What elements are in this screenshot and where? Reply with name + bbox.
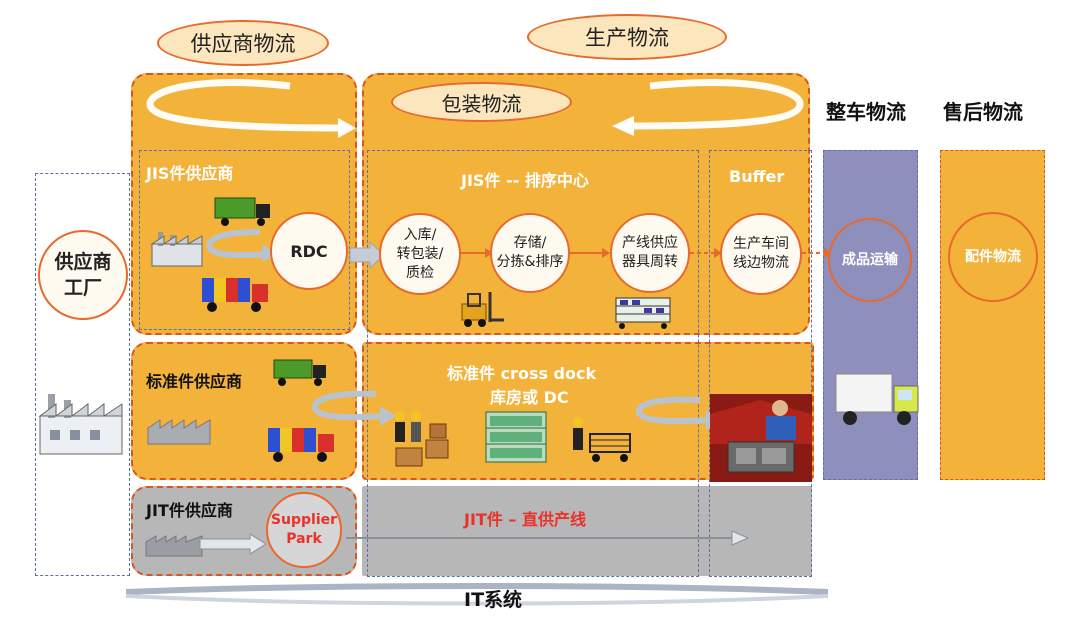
car-engine-mechanic-icon [710, 394, 812, 482]
step-storage-circle: 存储/ 分拣&排序 [490, 213, 570, 293]
production-curve-arrow [612, 79, 804, 136]
production-logistics-header: 生产物流 [527, 14, 727, 60]
finished-truck-icon [835, 373, 919, 425]
finished-column [823, 150, 918, 480]
step-inbound-line1: 入库/ [403, 226, 437, 243]
supplier-logistics-label: 供应商物流 [190, 32, 296, 56]
step-storage-line1: 存储/ [513, 235, 547, 251]
workers-boxes-icon [395, 411, 449, 467]
step-line-supply-line2: 器具周转 [622, 254, 678, 270]
rdc-to-center-arrow [349, 240, 385, 270]
parts-logistics-label: 配件物流 [965, 248, 1021, 265]
step-inbound-line3: 质检 [406, 264, 434, 281]
packaging-logistics-header: 包装物流 [391, 82, 572, 122]
vehicle-logistics-header: 整车物流 [826, 100, 906, 124]
parts-logistics-circle: 配件物流 [948, 212, 1038, 302]
std-curve-arrow [311, 390, 396, 426]
cart-worker-icon [573, 417, 631, 462]
buffer-label: Buffer [729, 167, 785, 186]
cross-dock-line2: 库房或 DC [490, 388, 569, 407]
supplier-logistics-header: 供应商物流 [157, 20, 329, 66]
rack-cart-icon [615, 297, 671, 329]
jit-to-park-arrow [199, 533, 267, 555]
std-warehouse-icon [147, 419, 211, 445]
jis-center-frame [367, 150, 699, 577]
step-line-supply-line1: 产线供应 [622, 235, 678, 251]
step-arrow-3 [690, 248, 722, 258]
jis-supplier-label: JIS件供应商 [146, 164, 234, 183]
step-inbound-circle: 入库/ 转包装/ 质检 [379, 213, 461, 295]
truck-icon [214, 197, 270, 226]
packaging-logistics-label: 包装物流 [441, 91, 522, 116]
aftersales-logistics-header: 售后物流 [943, 100, 1023, 124]
parts-column [940, 150, 1045, 480]
it-system-bar [125, 583, 829, 606]
jit-line-panel [362, 486, 812, 576]
inbound-arrow [206, 229, 278, 262]
step-inbound-line2: 转包装/ [396, 245, 444, 262]
jis-supplier-frame [139, 150, 350, 330]
supplier-curve-arrow [146, 79, 356, 138]
supplier-park-line1: Supplier [270, 512, 338, 528]
colorful-truck-icon [202, 278, 268, 312]
supplier-factory-line1: 供应商 [54, 251, 112, 273]
rdc-circle: RDC [270, 212, 348, 290]
std-colorful-truck-icon [268, 428, 334, 462]
jit-line-label: JIT件 – 直供产线 [464, 510, 586, 529]
jit-supplier-label: JIT件供应商 [146, 501, 233, 520]
step-storage-line2: 分拣&排序 [496, 254, 564, 270]
jit-direct-arrow [346, 530, 750, 546]
jis-center-label: JIS件 -- 排序中心 [461, 171, 589, 190]
step-workshop-circle: 生产车间 线边物流 [720, 213, 802, 295]
cross-dock-line1: 标准件 cross dock [447, 364, 597, 383]
finished-transport-label: 成品运输 [842, 251, 898, 268]
supplier-factory-column [35, 173, 130, 576]
finished-transport-circle: 成品运输 [828, 218, 912, 302]
jit-warehouse-icon [145, 535, 203, 557]
buffer-frame [709, 150, 812, 577]
std-truck-icon [273, 359, 326, 386]
rdc-label: RDC [290, 241, 328, 261]
factory-icon [150, 232, 203, 267]
step-arrow-2 [570, 248, 610, 258]
step-workshop-line2: 线边物流 [733, 255, 789, 271]
it-system-label: IT系统 [464, 589, 523, 611]
production-logistics-label: 生产物流 [585, 26, 669, 50]
supplier-park-circle: Supplier Park [266, 492, 342, 568]
step-arrow-1 [459, 248, 493, 258]
supplier-factory-circle: 供应商 工厂 [38, 230, 128, 320]
supplier-park-line2: Park [286, 531, 322, 547]
std-supplier-label: 标准件供应商 [146, 372, 243, 391]
supplier-factory-line2: 工厂 [63, 277, 102, 299]
shelf-icon [485, 411, 547, 463]
forklift-icon [461, 292, 504, 327]
step-line-supply-circle: 产线供应 器具周转 [610, 213, 690, 293]
step-workshop-line1: 生产车间 [733, 236, 789, 252]
supplier-factory-icon [38, 394, 123, 455]
